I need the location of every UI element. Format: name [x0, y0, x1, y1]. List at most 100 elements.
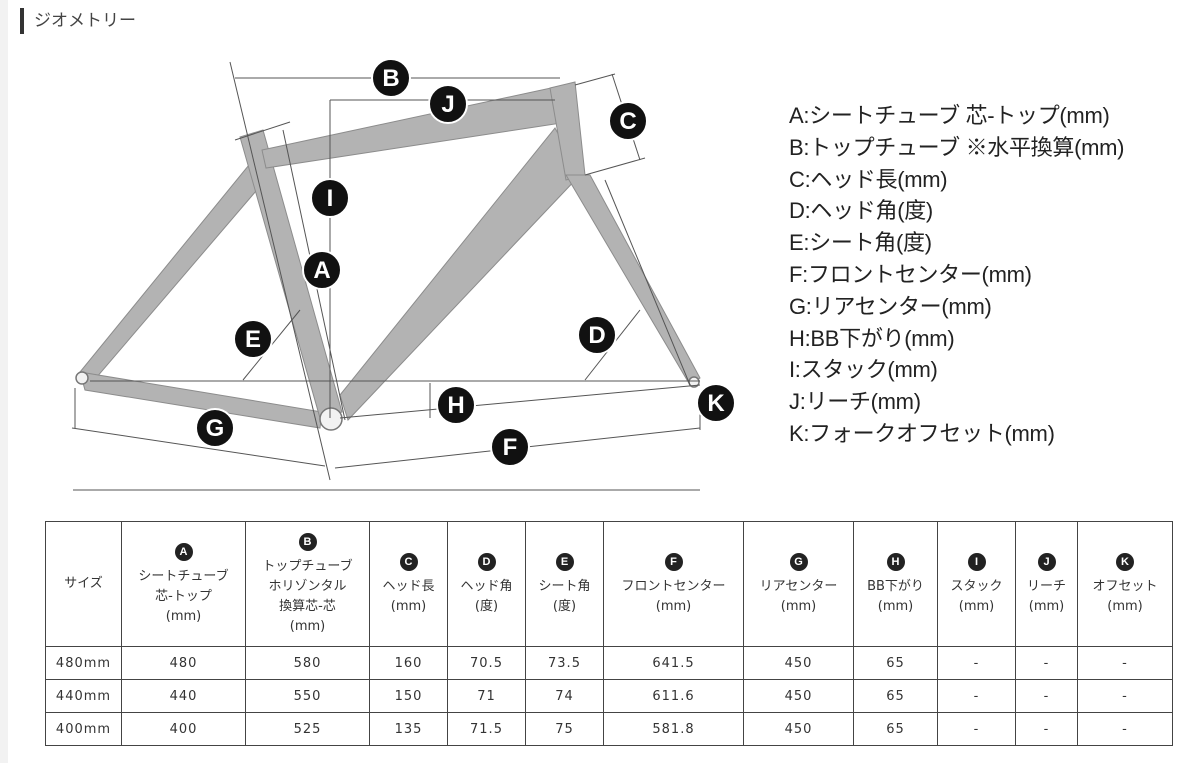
table-cell: 73.5	[525, 646, 604, 680]
column-header-label: (mm)	[289, 618, 326, 634]
column-letter-badge: D	[477, 552, 496, 571]
column-header-label: シートチューブ	[138, 568, 229, 584]
svg-text:H: H	[447, 392, 464, 419]
svg-text:C: C	[619, 108, 636, 135]
table-cell: 550	[245, 679, 370, 713]
section-title: ジオメトリー	[20, 8, 136, 34]
column-header-label: オフセット	[1092, 578, 1158, 594]
table-cell: 450	[743, 646, 854, 680]
column-header-label: (mm)	[1107, 598, 1143, 614]
column-header-label: (mm)	[877, 598, 914, 614]
legend-item: C:ヘッド長(mm)	[789, 166, 948, 192]
column-header-label: (mm)	[958, 598, 995, 614]
dimension-legend: A:シートチューブ 芯-トップ(mm)B:トップチューブ ※水平換算(mm)C:…	[789, 100, 1124, 450]
column-letter-badge: A	[174, 542, 193, 561]
column-header-label: リーチ	[1026, 578, 1066, 594]
column-letter-badge: E	[555, 552, 574, 571]
legend-item: G:リアセンター(mm)	[789, 293, 992, 319]
letter-badge-g: G	[195, 408, 235, 448]
legend-item: B:トップチューブ ※水平換算(mm)	[789, 134, 1125, 160]
bike-frame	[79, 81, 701, 429]
table-cell: 74	[525, 679, 604, 713]
table-cell: 400	[121, 712, 246, 746]
letter-badge-d: D	[577, 315, 617, 355]
svg-text:A: A	[313, 257, 330, 284]
letter-badge-a: A	[302, 250, 342, 290]
column-header-label: 芯-トップ	[155, 588, 212, 604]
letter-badge-b: B	[371, 58, 411, 98]
legend-item: D:ヘッド角(度)	[789, 198, 933, 224]
table-cell: -	[937, 712, 1016, 746]
legend-item: K:フォークオフセット(mm)	[789, 420, 1055, 446]
legend-item: H:BB下がり(mm)	[789, 325, 955, 351]
svg-text:B: B	[382, 65, 399, 92]
svg-text:J: J	[441, 91, 454, 118]
top-tube	[261, 84, 569, 169]
rear-dropout	[75, 371, 89, 385]
table-cell: -	[1015, 646, 1078, 680]
svg-text:D: D	[588, 322, 605, 349]
column-header-label: ヘッド角	[460, 578, 513, 594]
table-cell: -	[1077, 712, 1173, 746]
table-cell: 160	[369, 646, 448, 680]
table-cell: -	[1015, 712, 1078, 746]
column-header-label: (mm)	[390, 598, 427, 614]
column-letter-badge: K	[1116, 552, 1134, 571]
table-cell: -	[937, 646, 1016, 680]
letter-badge-f: F	[490, 427, 530, 467]
size-cell: 440mm	[45, 679, 122, 713]
legend-item: F:フロントセンター(mm)	[789, 261, 1032, 287]
diagram-letter-badges: A B C D E F G H I J K	[195, 58, 736, 467]
table-cell: 450	[743, 679, 854, 713]
down-tube	[339, 127, 581, 421]
table-cell: 580	[245, 646, 370, 680]
column-header-label: (mm)	[165, 608, 202, 624]
svg-text:K: K	[707, 390, 725, 417]
table-cell: 611.6	[603, 679, 744, 713]
table-cell: 135	[369, 712, 448, 746]
letter-badge-c: C	[608, 101, 648, 141]
size-cell: 480mm	[45, 646, 122, 680]
column-letter-badge: I	[967, 552, 986, 571]
table-cell: 581.8	[603, 712, 744, 746]
column-header-label: (度)	[474, 598, 499, 614]
letter-badge-k: K	[696, 383, 736, 423]
size-header: サイズ	[45, 521, 122, 647]
legend-item: J:リーチ(mm)	[789, 389, 921, 415]
column-header-label: スタック	[950, 578, 1003, 594]
column-header-d: D ヘッド角 (度)	[447, 521, 526, 647]
column-header-label: シート角	[538, 578, 591, 594]
column-letter-badge: F	[664, 552, 683, 571]
table-cell: 450	[743, 712, 854, 746]
letter-badge-i: I	[310, 178, 350, 218]
column-header-label: ホリゾンタル	[268, 578, 347, 594]
column-header-label: (度)	[552, 598, 577, 614]
column-header-e: E シート角 (度)	[525, 521, 604, 647]
table-cell: -	[1015, 679, 1078, 713]
svg-text:F: F	[503, 434, 518, 461]
legend-item: I:スタック(mm)	[789, 357, 938, 383]
letter-badge-h: H	[436, 385, 476, 425]
column-header-label: 換算芯-芯	[279, 598, 336, 614]
table-cell: 65	[853, 712, 938, 746]
column-header-a: A シートチューブ芯-トップ (mm)	[121, 521, 246, 647]
table-cell: -	[937, 679, 1016, 713]
column-letter-badge: B	[298, 532, 317, 551]
bb-shell	[319, 407, 343, 431]
table-cell: 641.5	[603, 646, 744, 680]
column-header-label: BB下がり	[867, 578, 924, 594]
column-letter-badge: C	[399, 552, 418, 571]
svg-text:E: E	[245, 326, 261, 353]
column-header-i: I スタック (mm)	[937, 521, 1016, 647]
column-header-label: (mm)	[1028, 598, 1065, 614]
size-cell: 400mm	[45, 712, 122, 746]
